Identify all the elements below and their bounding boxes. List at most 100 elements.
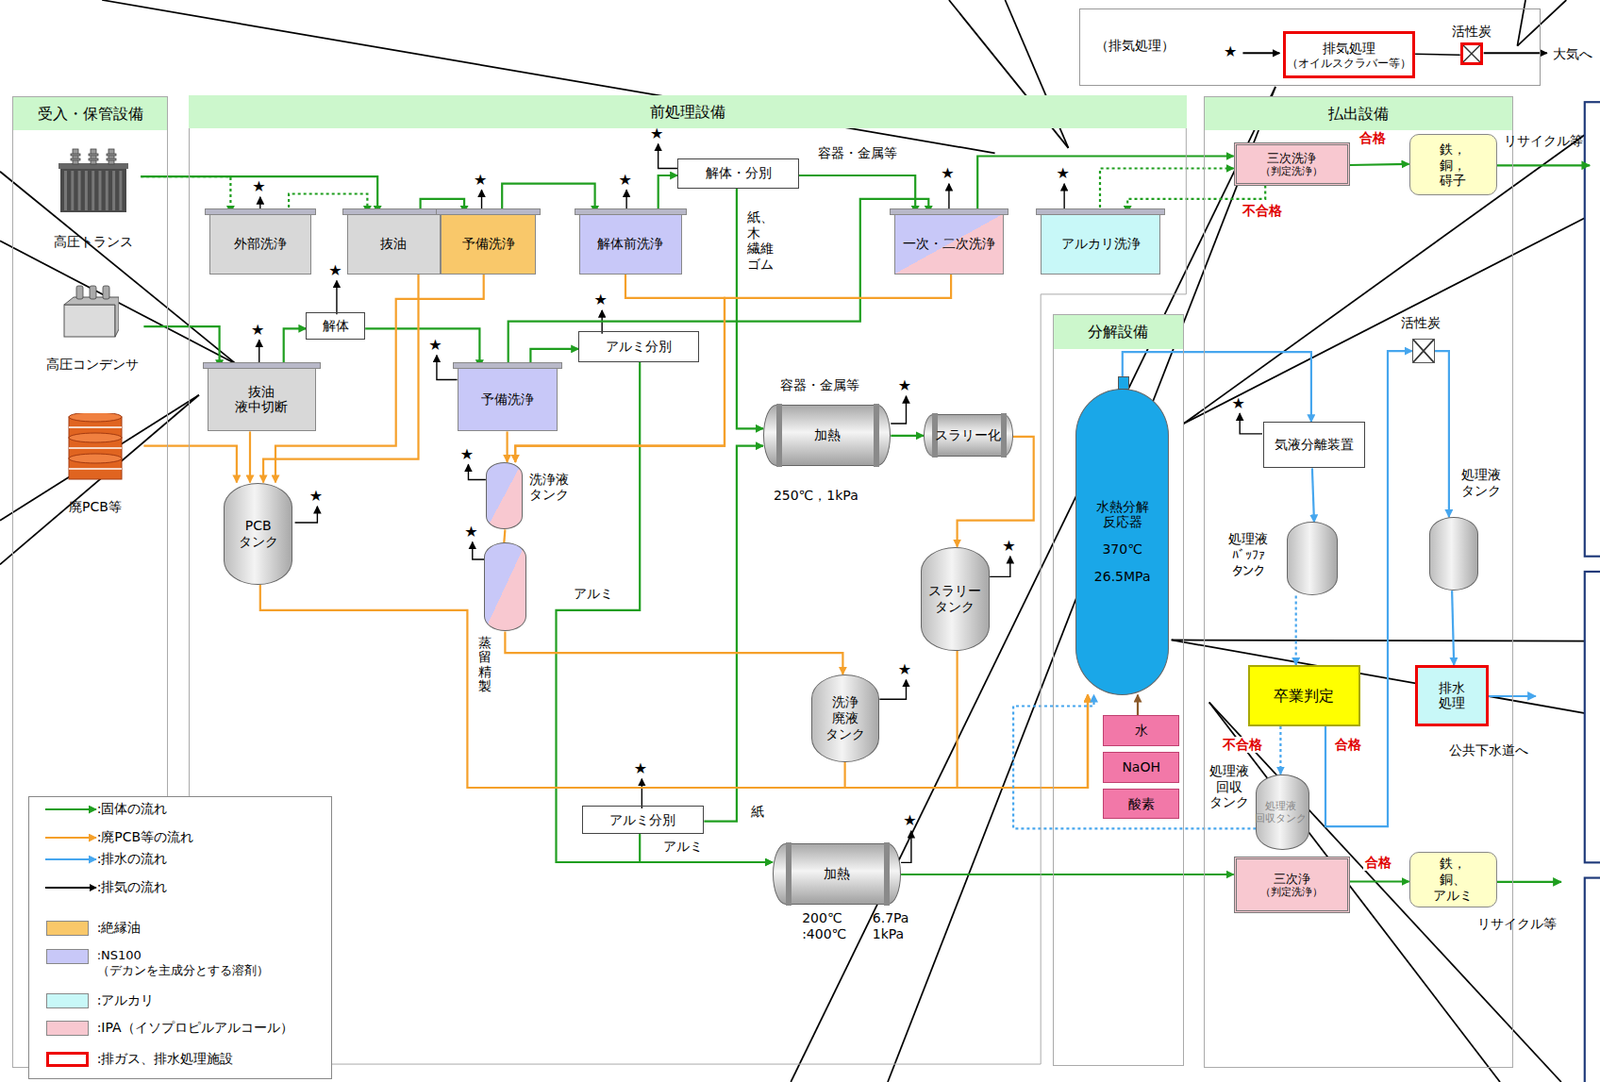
edge-label: 紙: [749, 803, 767, 820]
reactor: 水熱分解 反応器370℃26.5MPa: [1075, 388, 1170, 695]
node-text: 高圧コンデンサ: [41, 356, 144, 373]
region-path: [189, 95, 1187, 1065]
legend-line-sample: [43, 832, 100, 844]
exhaust-stubs: [259, 144, 1263, 864]
process-box: 解体前洗浄: [579, 213, 682, 275]
node-text: 予備洗浄: [462, 235, 516, 252]
exhaust-star: ★: [464, 524, 478, 540]
node-text: PCB タンク: [238, 517, 279, 550]
node-text: 気液分離装置: [1274, 436, 1354, 453]
legend-text: :NS100 （デカンを主成分とする溶剤）: [97, 948, 269, 978]
node-text: 洗浄 廃液 タンク: [825, 694, 866, 742]
heater: 加熱: [763, 404, 891, 467]
edge-label: 紙、木 繊維 ゴム: [745, 209, 776, 273]
edge-label: 不合格: [1220, 736, 1265, 753]
flow-connector: [1350, 880, 1410, 883]
annotation: リサイクル等: [1503, 133, 1584, 150]
text-stack: 予備洗浄: [441, 214, 535, 274]
text-stack: 排気処理（オイルスクラバー等）: [1285, 33, 1414, 76]
process-box: 外部洗浄: [209, 213, 312, 275]
flow-connector: [365, 328, 480, 367]
drum-top: [68, 413, 122, 422]
text-stack: [1413, 339, 1434, 363]
text-stack: [486, 463, 522, 529]
tray-lid: [202, 362, 322, 369]
node-text: （排気処理）: [1095, 37, 1175, 54]
flow-connector: [639, 833, 773, 863]
fin: [119, 170, 123, 211]
text-stack: 抜油: [348, 214, 441, 274]
exhaust-star: ★: [898, 662, 912, 678]
text-stack: 解体前洗浄: [580, 214, 681, 274]
text-stack: 予備洗浄: [458, 367, 557, 431]
flow-connector: [283, 328, 307, 367]
carbon-filter: 活性炭: [1412, 338, 1435, 364]
node-text: 処理液 タンク: [1461, 466, 1501, 500]
node-text: 排水 処理: [1438, 680, 1466, 713]
text-stack: [188, 95, 1187, 1069]
process-box: 排水 処理: [1415, 665, 1489, 727]
feed-box: 水: [1102, 715, 1180, 746]
edge-label: アルミ: [571, 585, 616, 602]
node-text: 酸素: [1128, 796, 1155, 813]
exhaust-star: ★: [1001, 538, 1016, 554]
fin: [105, 170, 109, 211]
node-text: 外部洗浄: [233, 235, 287, 252]
node-text: 洗浄液 タンク: [529, 471, 569, 504]
flow-connector: [890, 434, 924, 437]
legend-text: :廃PCB等の流れ: [97, 829, 195, 846]
process-box: 一次・二次洗浄: [894, 213, 1005, 275]
process-box: アルミ分別: [578, 331, 700, 362]
exhaust-star: ★: [328, 263, 342, 279]
exhaust-stub: [658, 144, 679, 169]
flange: [873, 403, 880, 467]
legend-swatch: [46, 949, 89, 965]
case-top: [64, 297, 119, 337]
case: [64, 304, 116, 337]
flow-connector: [143, 446, 237, 484]
node-text: 加熱: [814, 427, 841, 444]
legend-text: :排気の流れ: [97, 879, 168, 896]
text-stack: [1430, 517, 1478, 590]
flow-connector: [1013, 695, 1256, 830]
node-text: 処理液 回収タンク: [1254, 800, 1307, 825]
fin: [113, 170, 117, 211]
drum-icon: 廃PCB等: [47, 411, 145, 517]
node-text: 三次浄: [1273, 871, 1311, 887]
legend-text: :排ガス、排水処理施設: [97, 1050, 234, 1067]
edge-label: アルミ: [661, 838, 705, 855]
outlet-arrows: [1242, 52, 1590, 883]
flange: [785, 842, 792, 906]
tank: 洗浄 廃液 タンク: [811, 674, 880, 763]
node-text: NaOH: [1121, 759, 1161, 776]
flow-connector: [957, 650, 1088, 788]
node-text: 払出設備: [1204, 97, 1513, 132]
tray-lid: [342, 208, 447, 216]
drum-top: [68, 433, 122, 443]
node-text: 三次洗浄: [1266, 150, 1317, 167]
tray-lid: [435, 208, 541, 216]
node-text: 前処理設備: [188, 95, 1187, 130]
node-text: 鉄，銅， 碍子: [1439, 141, 1467, 189]
exhaust-star: ★: [1232, 396, 1246, 412]
fin: [84, 170, 88, 211]
node-text: 分解設備: [1053, 315, 1183, 350]
fin: [78, 170, 82, 211]
capacitor-icon: 高圧コンデンサ: [41, 283, 144, 375]
legend-text: :アルカリ: [97, 992, 155, 1009]
text-stack: アルカリ洗浄: [1041, 214, 1160, 274]
process-box: 解体・分別: [677, 158, 800, 189]
node-text: 一次・二次洗浄: [902, 235, 996, 252]
tray-lid: [889, 208, 1010, 216]
flange: [776, 403, 783, 467]
node-text: （判定洗浄）: [1260, 885, 1323, 899]
region-outline: [188, 95, 1187, 1066]
node-text: 解体前洗浄: [597, 235, 664, 252]
tank-body: [60, 166, 127, 213]
legend-swatch: [46, 920, 89, 936]
legend-line-sample: [43, 853, 100, 866]
flow-connector: [1451, 590, 1454, 666]
text-stack: 酸素: [1103, 789, 1179, 818]
node-text: 受入・保管設備: [13, 97, 167, 132]
